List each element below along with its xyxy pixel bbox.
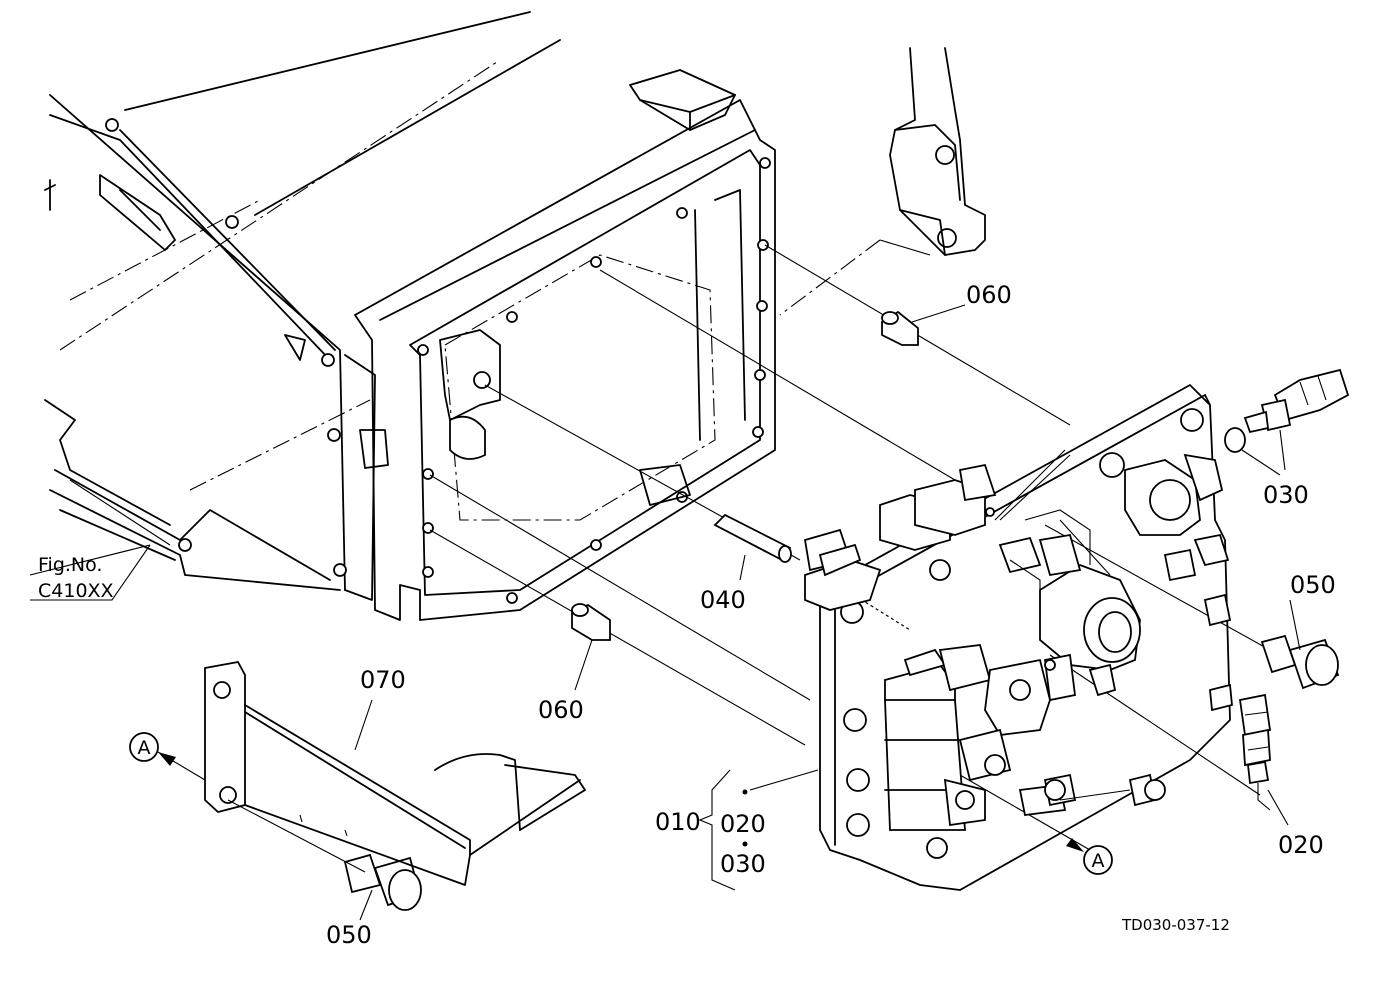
label-060-top: 060 <box>966 281 1012 309</box>
fig-ref-line1: Fig.No. <box>38 554 102 576</box>
part-030-sensor <box>1224 368 1350 476</box>
label-030: 030 <box>1263 481 1309 509</box>
label-leaders <box>29 304 1301 921</box>
label-010: 010 <box>655 808 701 836</box>
label-040: 040 <box>700 586 746 614</box>
part-labels: 060 060 040 070 030 050 020 050 010 020 … <box>326 281 1336 949</box>
part-060-dowel-top <box>881 310 919 346</box>
label-060-bottom: 060 <box>538 696 584 724</box>
reference-mark-a-left: A <box>129 732 206 781</box>
part-020-pressure-switch <box>1238 693 1272 811</box>
fig-ref-line2: C410XX <box>38 580 114 602</box>
reference-mark-a-right-text: A <box>1092 850 1105 872</box>
reference-mark-a-left-text: A <box>138 737 151 759</box>
transmission-case <box>44 11 776 621</box>
fig-reference: Fig.No. C410XX <box>38 554 114 602</box>
upper-bracket <box>779 47 986 316</box>
label-050-bottom: 050 <box>326 921 372 949</box>
drawing-code: TD030-037-12 <box>1121 916 1230 934</box>
label-020-kit: 020 <box>720 810 766 838</box>
label-070: 070 <box>360 666 406 694</box>
part-050-plug-right <box>1260 634 1340 690</box>
part-040-pipe <box>713 513 792 563</box>
reference-mark-a-right: A <box>1066 838 1113 875</box>
valve-assembly <box>803 384 1233 891</box>
label-050-right: 050 <box>1290 571 1336 599</box>
label-030-kit: 030 <box>720 850 766 878</box>
label-020: 020 <box>1278 831 1324 859</box>
part-060-dowel-bottom <box>571 603 611 641</box>
part-070-bracket <box>204 660 586 886</box>
assembly-axis-lines <box>429 244 1271 851</box>
part-050-plug-bottom <box>343 853 422 911</box>
